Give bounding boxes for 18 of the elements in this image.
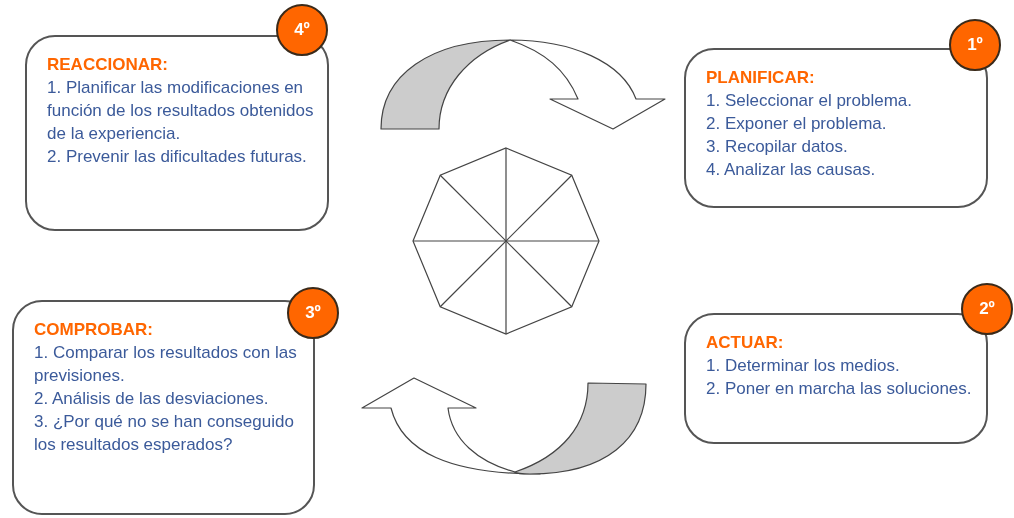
step-item: 3. Recopilar datos. — [706, 136, 849, 158]
step-heading: COMPROBAR: — [34, 319, 154, 341]
step-box — [684, 313, 988, 444]
step-heading: PLANIFICAR: — [706, 67, 816, 89]
step-item: 4. Analizar las causas. — [706, 159, 877, 181]
step-heading: REACCIONAR: — [47, 54, 169, 76]
step-item: 1. Planificar las modificaciones en función de los resultados obtenidos de la experiencia. — [47, 77, 315, 145]
step-box — [25, 35, 329, 231]
step-item: 2. Poner en marcha las soluciones. — [706, 378, 973, 400]
step-item: 3. ¿Por qué no se han conseguido los resultados esperados? — [34, 411, 295, 456]
step-item: 1. Determinar los medios. — [706, 355, 901, 377]
step-box — [684, 48, 988, 208]
step-item: 2. Análisis de las desviaciones. — [34, 388, 270, 410]
step-item: 1. Seleccionar el problema. — [706, 90, 913, 112]
step-item: 2. Prevenir las dificultades futuras. — [47, 146, 308, 168]
step-item: 1. Comparar los resultados con las previsiones. — [34, 342, 298, 387]
step-item: 2. Exponer el problema. — [706, 113, 888, 135]
step-heading: ACTUAR: — [706, 332, 785, 354]
